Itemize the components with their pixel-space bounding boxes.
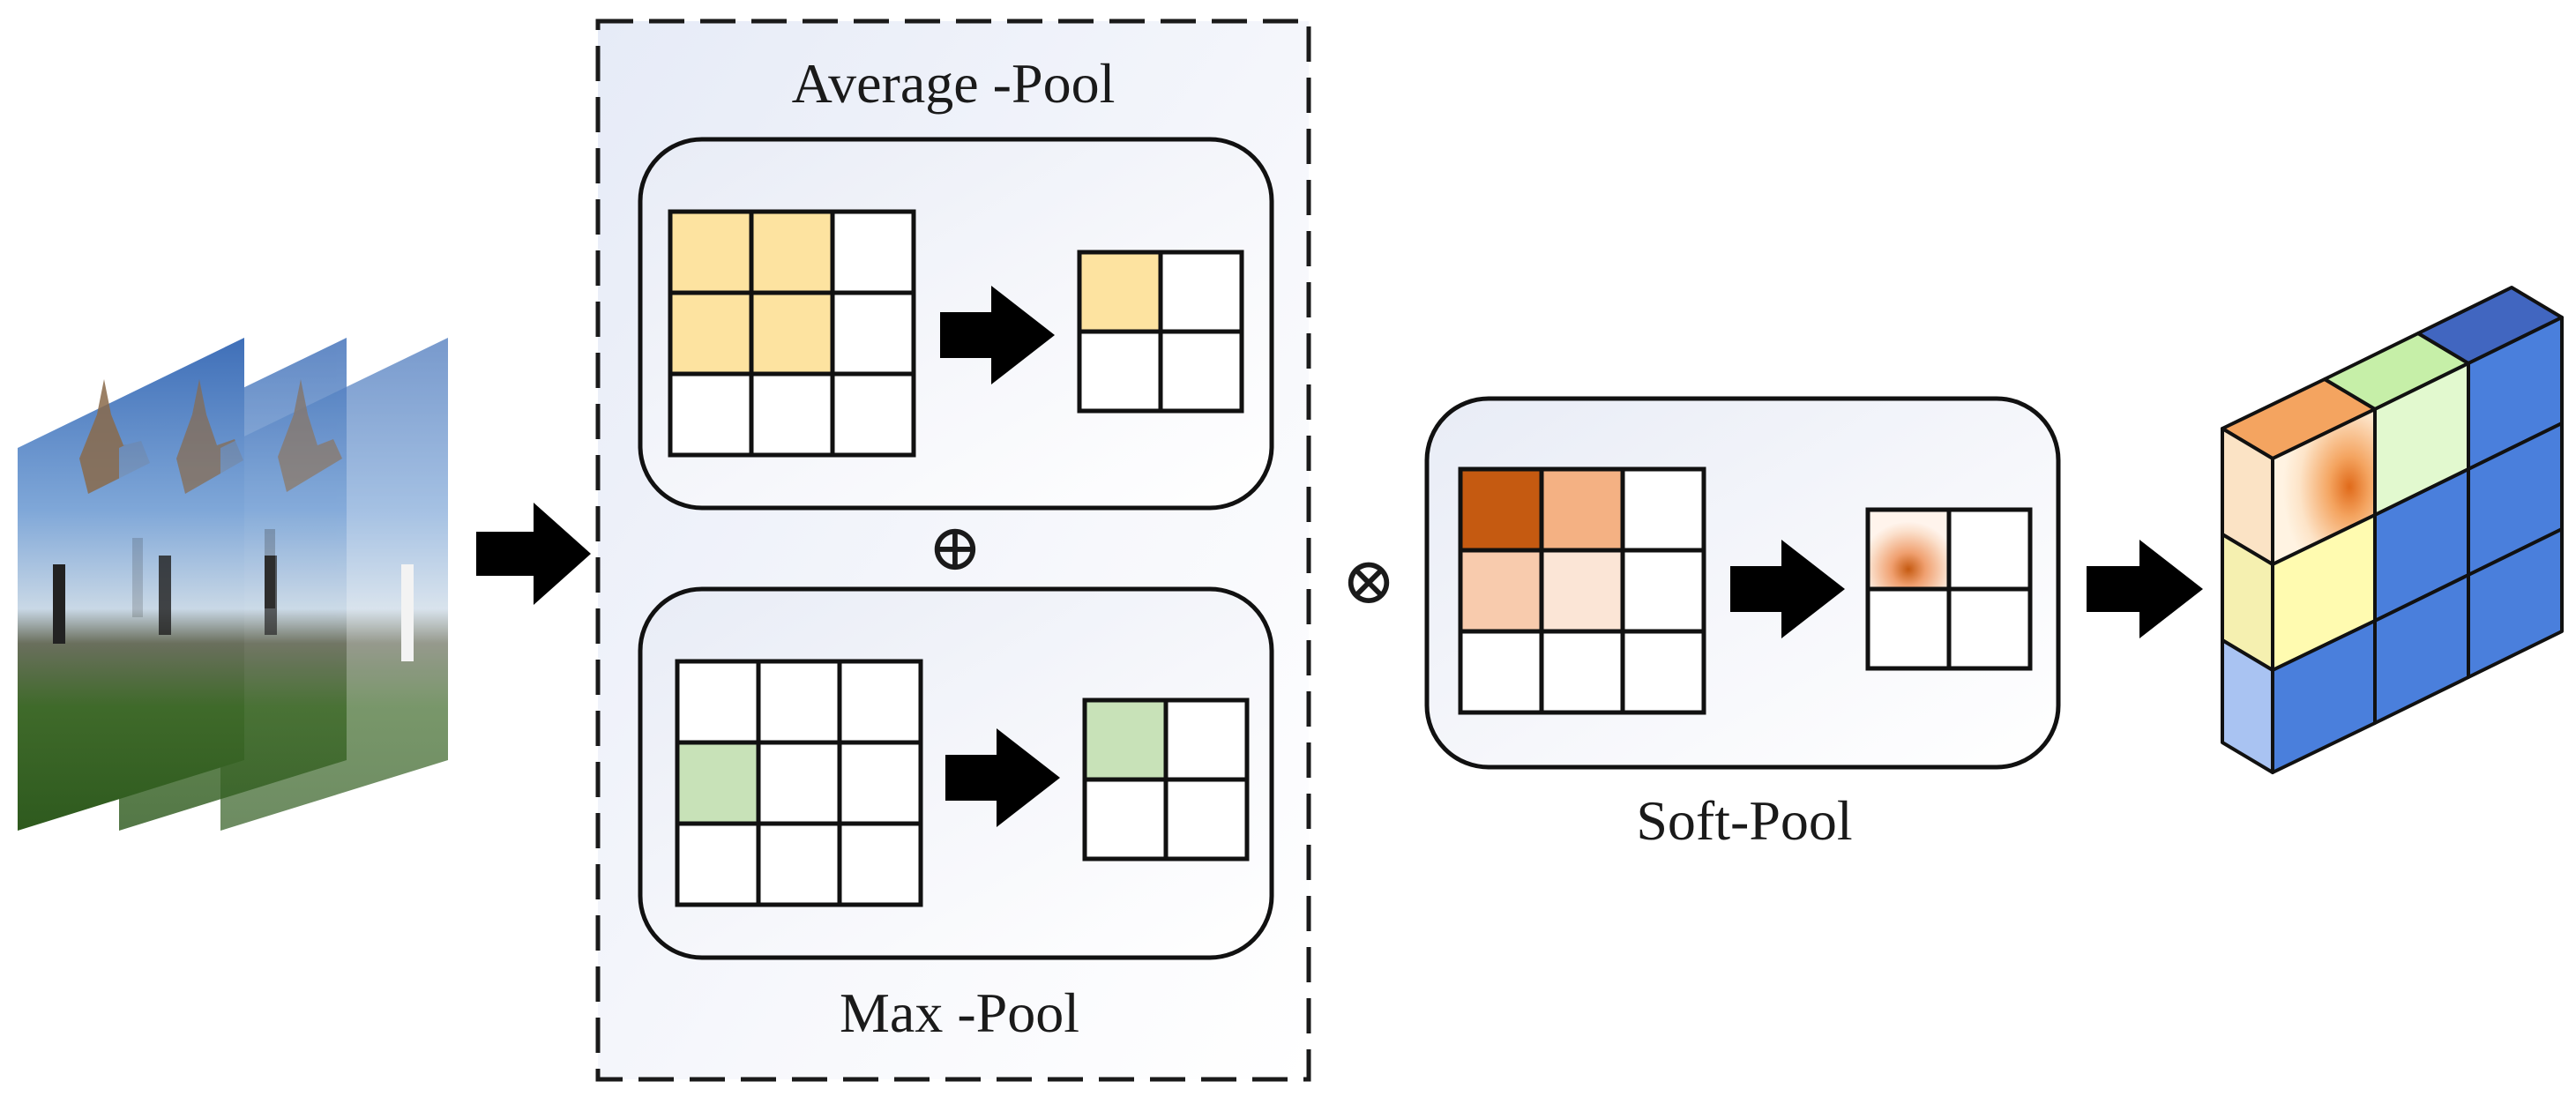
soft-pool-output-grid xyxy=(1865,507,2033,671)
average-pool-label: Average -Pool xyxy=(792,52,1116,115)
multiply-operator: ⊗ xyxy=(1341,546,1396,618)
add-operator: ⊕ xyxy=(928,512,982,585)
soft-pool-label: Soft-Pool xyxy=(1636,789,1852,852)
feature-cube-icon xyxy=(2221,286,2564,774)
max-pool-input-grid xyxy=(675,659,923,907)
right-arrow-icon xyxy=(940,286,1055,384)
right-arrow-icon xyxy=(2087,540,2203,638)
max-pool-label: Max -Pool xyxy=(840,981,1079,1044)
input-frames xyxy=(18,338,448,831)
right-arrow-icon xyxy=(476,503,591,605)
soft-pool-input-grid xyxy=(1458,466,1706,715)
average-pool-output-grid xyxy=(1077,250,1244,414)
average-pool-input-grid xyxy=(668,209,916,458)
video-frame-3 xyxy=(220,338,448,831)
right-arrow-icon xyxy=(945,728,1060,827)
max-pool-output-grid xyxy=(1082,697,1250,862)
right-arrow-icon xyxy=(1730,540,1845,638)
